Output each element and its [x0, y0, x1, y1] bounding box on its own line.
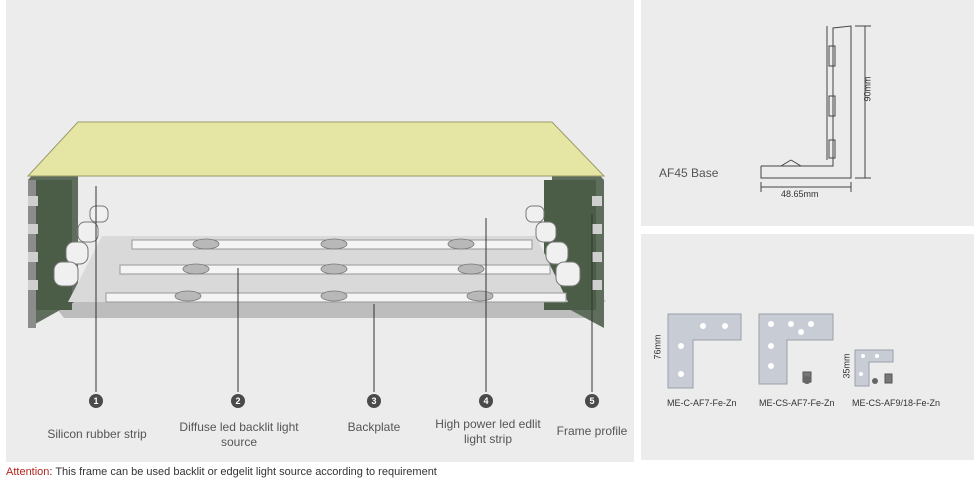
corner-3-code: ME-CS-AF9/18-Fe-Zn — [852, 398, 941, 408]
callout-label-diffuse-backlit: Diffuse led backlit light source — [179, 420, 299, 449]
diffuser-plate — [26, 121, 606, 177]
base-profile-panel: AF45 Base 90mm 48.65mm — [641, 0, 974, 226]
right-edge-leds — [525, 205, 581, 287]
corner-1-plate — [667, 313, 742, 389]
attention-label: Attention — [6, 466, 50, 478]
callout-label-frame-profile: Frame profile — [556, 424, 628, 438]
frame-illustration — [26, 121, 606, 392]
base-width-dimension: 48.65mm — [781, 189, 819, 199]
frame-diagram-panel: 1 2 3 4 5 Silicon rubber strip Diffuse l… — [6, 0, 634, 462]
corner-1-code: ME-C-AF7-Fe-Zn — [667, 398, 737, 408]
callout-label-backplate: Backplate — [347, 420, 401, 434]
callout-label-silicon-rubber-strip: Silicon rubber strip — [47, 427, 147, 441]
corner-2-plate — [758, 313, 834, 385]
callout-label-high-power-led: High power led edlit light strip — [435, 417, 541, 446]
callout-number-2: 2 — [231, 394, 245, 408]
corner-3-plate — [854, 349, 894, 387]
corner-connectors-panel: 76mm 35mm ME-C-AF7-Fe-Zn ME-CS-AF7-Fe-Zn… — [641, 234, 974, 460]
left-edge-leds — [53, 205, 109, 287]
corner-connectors-drawing — [667, 313, 894, 389]
corner-3-screw — [884, 373, 893, 384]
leader-lines — [95, 186, 593, 392]
attention-text: : This frame can be used backlit or edge… — [49, 466, 437, 478]
base-height-dimension: 90mm — [862, 76, 873, 102]
corner-1-dimension: 76mm — [652, 334, 663, 360]
callout-number-5: 5 — [585, 394, 599, 408]
callout-number-1: 1 — [89, 394, 103, 408]
led-strips — [105, 238, 567, 303]
callout-number-3: 3 — [367, 394, 381, 408]
base-profile-name: AF45 Base — [659, 166, 719, 180]
attention-note: Attention: This frame can be used backli… — [6, 466, 437, 478]
corner-3-dimension: 35mm — [841, 353, 852, 379]
callout-number-4: 4 — [479, 394, 493, 408]
base-profile-drawing — [760, 25, 871, 192]
base-shadow — [50, 300, 606, 318]
corner-2-code: ME-CS-AF7-Fe-Zn — [759, 398, 835, 408]
